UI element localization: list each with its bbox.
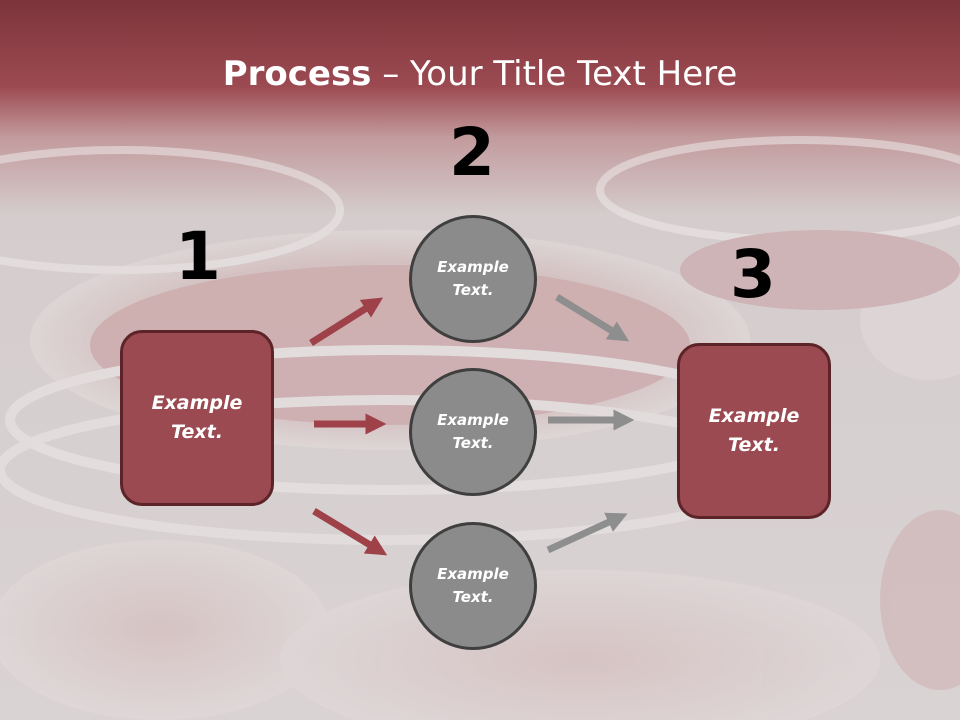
arrow-up-right-red [309, 297, 384, 346]
slide-title: Process – Your Title Text Here [0, 52, 960, 96]
circle-step-top: Example Text. [409, 215, 537, 343]
circle-step-bottom: Example Text. [409, 522, 537, 650]
step-number-2: 2 [449, 114, 495, 191]
circle-step-middle: Example Text. [409, 368, 537, 496]
arrow-down-right-red [312, 508, 388, 556]
arrow-down-right-gray [555, 294, 630, 342]
right-step-box: Example Text. [677, 343, 831, 519]
step-number-3: 3 [730, 236, 776, 313]
step-number-1: 1 [175, 218, 221, 295]
left-step-box: Example Text. [120, 330, 274, 506]
arrow-up-right-gray [546, 512, 628, 554]
title-rest: – Your Title Text Here [371, 54, 738, 94]
title-bold: Process [222, 54, 372, 94]
